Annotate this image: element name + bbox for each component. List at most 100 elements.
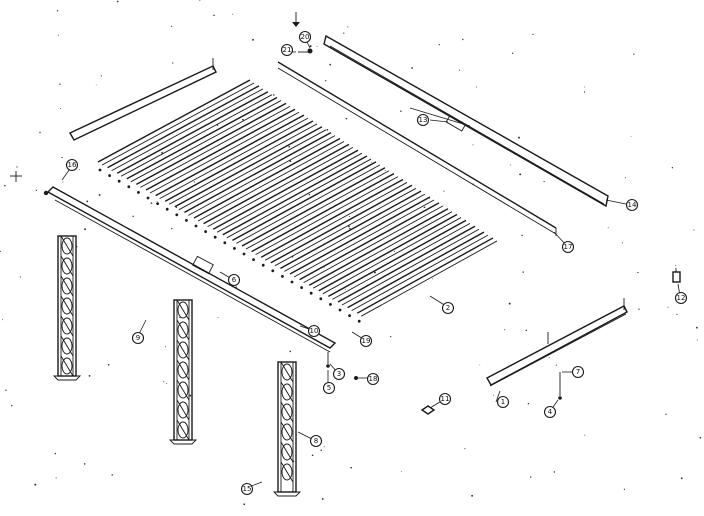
speck [289, 160, 292, 163]
callout-10-label: 10 [310, 327, 319, 335]
roof-rib [164, 120, 318, 211]
speck [543, 180, 545, 183]
speck [83, 463, 86, 465]
speck [289, 350, 291, 353]
speck [693, 229, 695, 231]
speck [384, 170, 386, 171]
speck [630, 136, 632, 137]
roof-rib [260, 178, 408, 267]
callout-11-label: 11 [441, 395, 450, 403]
roof-rib [251, 172, 399, 261]
speck [548, 357, 550, 359]
speck [423, 206, 426, 209]
speck [348, 215, 351, 217]
speck [347, 26, 349, 28]
speck [291, 255, 294, 258]
callout-21-label: 21 [283, 46, 292, 54]
rib-screw [329, 303, 332, 306]
speck [390, 335, 392, 338]
speck [60, 108, 62, 110]
rib-screw [271, 269, 275, 273]
rib-screw [300, 286, 303, 289]
speck [511, 52, 514, 54]
speck [583, 91, 586, 93]
rib-screw [213, 235, 217, 239]
speck [621, 242, 623, 244]
speck [667, 306, 669, 308]
speck [431, 278, 433, 280]
speck [584, 434, 586, 436]
speck [61, 156, 63, 159]
speck [325, 80, 327, 82]
rib-screw [281, 275, 284, 278]
speck [56, 10, 59, 12]
callout-9: 9 [131, 331, 145, 345]
speck [170, 25, 173, 27]
speck [55, 477, 57, 479]
speck [189, 394, 192, 397]
speck [429, 197, 431, 199]
speck [637, 271, 639, 274]
speck [161, 151, 163, 154]
roof-rib [337, 225, 480, 312]
speck [213, 14, 215, 16]
roof-rib [126, 96, 282, 189]
speck [84, 228, 86, 231]
speck [623, 488, 626, 490]
roof-rib [308, 208, 453, 295]
speck [156, 200, 158, 202]
roof-rib [347, 231, 489, 317]
speck [34, 483, 37, 486]
speck [522, 271, 524, 273]
speck [393, 250, 396, 252]
speck [243, 503, 246, 506]
callout-2-label: 2 [446, 304, 450, 312]
speck [464, 448, 466, 450]
callout-9-label: 9 [136, 334, 140, 342]
speck [343, 32, 345, 34]
speck [199, 0, 201, 1]
callout-15-label: 15 [243, 485, 252, 493]
rib-screw [309, 291, 313, 295]
rib-screw [98, 168, 102, 172]
lower-right-rail [486, 298, 628, 387]
callouts: 1 2 3 4 5 6 7 8 9 10 11 12 13 14 15 16 1… [65, 30, 688, 496]
roof-rib [116, 91, 273, 183]
roof-panels [97, 79, 498, 323]
speck [350, 466, 353, 469]
speck [2, 319, 4, 321]
speck [638, 308, 640, 310]
speck [11, 405, 13, 407]
rib-screw [146, 196, 150, 200]
callout-7-label: 7 [576, 368, 580, 376]
roof-rib [222, 155, 372, 245]
speck [273, 94, 275, 96]
speck [532, 33, 534, 36]
speck [675, 265, 676, 266]
top-left-rail [69, 58, 217, 141]
roof-rib [299, 202, 444, 289]
callout-13: 13 [416, 113, 430, 127]
speck [98, 193, 101, 196]
roof-rib [184, 132, 336, 222]
speck [0, 250, 1, 253]
speck [676, 313, 678, 315]
speck [373, 271, 376, 274]
speck [464, 253, 466, 254]
speck [171, 228, 173, 230]
callout-19: 19 [359, 334, 373, 348]
speck [472, 183, 474, 186]
roof-rib [212, 149, 363, 239]
speck [696, 326, 698, 329]
rib-screw [261, 263, 265, 267]
roof-rib [270, 184, 417, 273]
speck [39, 131, 41, 134]
rib-screw [242, 252, 246, 256]
speck [88, 374, 91, 377]
hardware [10, 12, 681, 415]
gutter-beam [323, 34, 609, 208]
roof-rib [280, 190, 426, 278]
speck [518, 136, 520, 139]
speck [235, 286, 238, 288]
callout-12: 12 [674, 291, 688, 305]
